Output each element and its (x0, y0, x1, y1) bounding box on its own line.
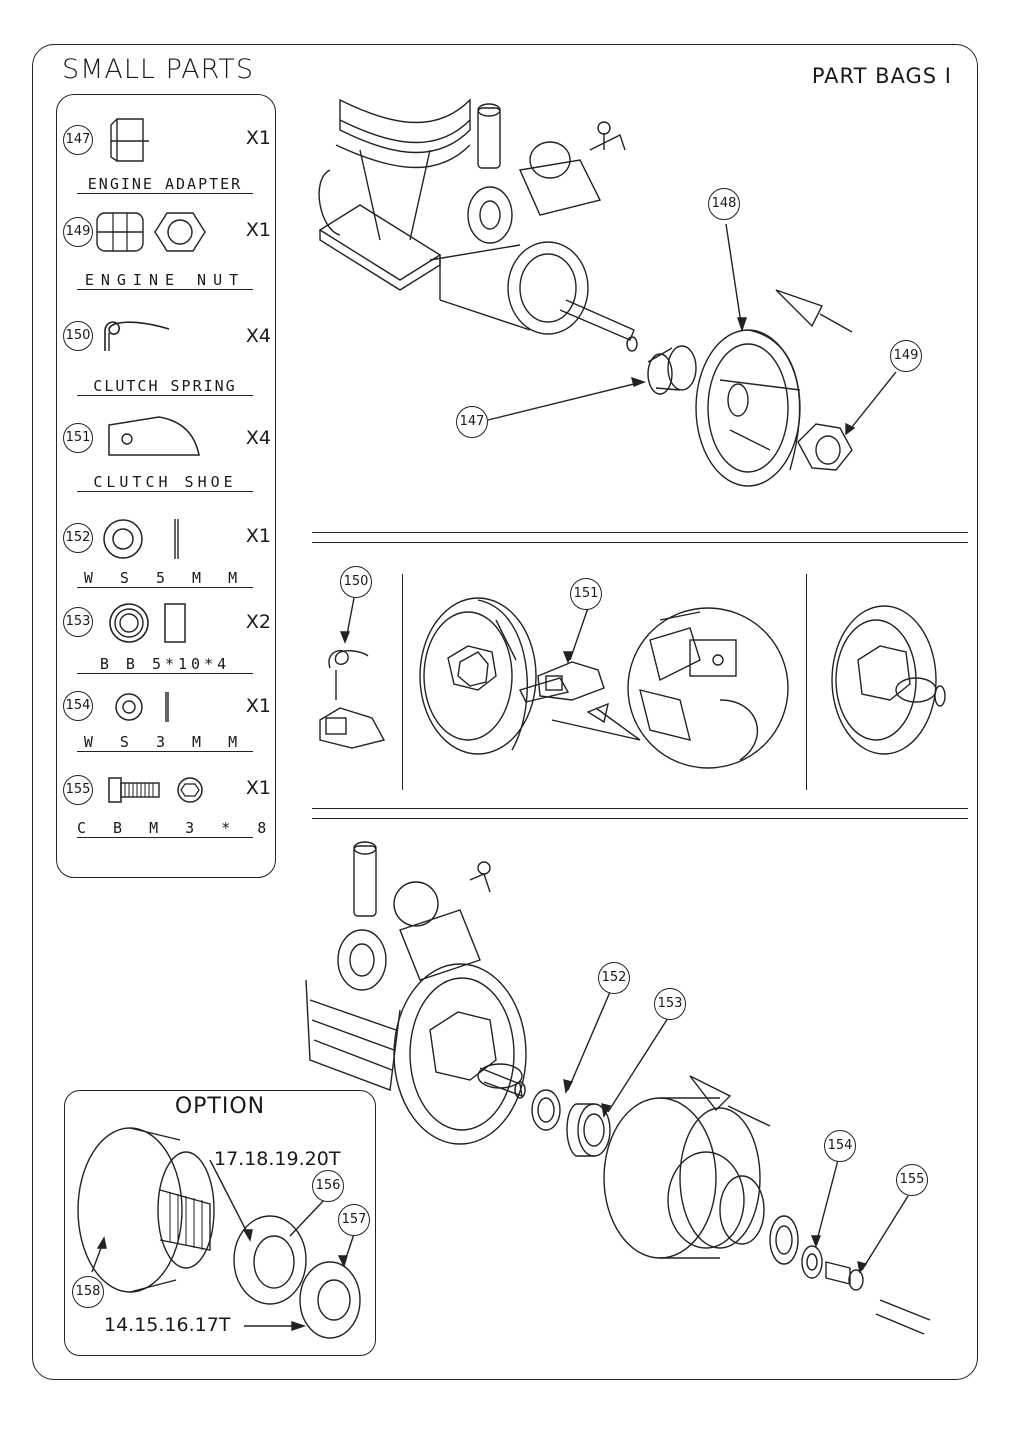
part-label: CLUTCH SHOE (77, 473, 253, 492)
engine-adapter-icon (110, 118, 149, 162)
engine-nut-icon (96, 212, 206, 252)
callout-engine-nut: 149 (890, 340, 922, 372)
part-number: 151 (63, 423, 93, 453)
small-washer-drawing (801, 1245, 823, 1279)
part-label: CLUTCH SPRING (77, 377, 253, 396)
page-frame (32, 44, 978, 1380)
option-panel (64, 1090, 376, 1356)
part-bag-label: PART BAGS I (811, 64, 952, 88)
bearing-drawing (566, 1103, 611, 1157)
step-divider (312, 818, 968, 819)
large-gear-teeth-label: 17.18.19.20T (214, 1148, 341, 1170)
part-quantity: X4 (245, 325, 271, 347)
washer-icon (103, 519, 179, 559)
panel-divider (806, 574, 807, 790)
part-quantity: X1 (245, 127, 271, 149)
part-number: 154 (63, 691, 93, 721)
cap-bolt-drawing (825, 1261, 931, 1335)
assembled-clutch-drawing (831, 605, 946, 755)
detail-magnifier-drawing (627, 607, 789, 769)
part-label: ENGINE ADAPTER (77, 175, 253, 194)
page-title: SMALL PARTS (62, 54, 255, 85)
callout-bearing: 153 (654, 988, 686, 1020)
callout-gear-large: 156 (312, 1170, 344, 1202)
part-quantity: X1 (245, 695, 271, 717)
bearing-icon (109, 603, 186, 643)
part-number: 149 (63, 217, 93, 247)
small-gear-teeth-label: 14.15.16.17T (104, 1314, 231, 1336)
part-number: 147 (63, 125, 93, 155)
engine-adapter-drawing (647, 345, 697, 395)
cap-bolt-icon (108, 777, 203, 803)
step-divider (312, 808, 968, 809)
part-number: 150 (63, 321, 93, 351)
washer-drawing (531, 1089, 561, 1131)
part-quantity: X1 (245, 525, 271, 547)
part-number: 152 (63, 523, 93, 553)
clutch-spring-icon (104, 321, 170, 351)
part-label: W S 3 M M (77, 733, 253, 752)
engine-nut-drawing (797, 423, 853, 471)
option-gear-drawing (77, 1127, 361, 1339)
panel-divider (402, 574, 403, 790)
callout-cap-bolt: 155 (896, 1164, 928, 1196)
clutch-shoe-drawing (537, 661, 605, 701)
part-quantity: X4 (245, 427, 271, 449)
callout-clutch-bell: 158 (72, 1276, 104, 1308)
callout-washer-5mm: 152 (598, 962, 630, 994)
part-number: 155 (63, 775, 93, 805)
callout-clutch-shoe: 151 (570, 578, 602, 610)
clutch-spring-drawing (319, 649, 386, 749)
callout-engine-adapter: 147 (456, 406, 488, 438)
engine-drawing-bottom (305, 841, 527, 1145)
flywheel-clutch-drawing (419, 597, 570, 755)
small-washer-icon (115, 692, 169, 722)
flywheel-drawing (695, 329, 801, 487)
part-quantity: X1 (245, 219, 271, 241)
part-quantity: X2 (245, 611, 271, 633)
option-title: OPTION (174, 1094, 266, 1119)
part-label: B B 5*10*4 (77, 655, 253, 674)
callout-clutch-spring: 150 (340, 566, 372, 598)
callout-flywheel: 148 (708, 188, 740, 220)
step-divider (312, 542, 968, 543)
engine-drawing-top (318, 98, 638, 352)
part-label: C B M 3 * 8 (77, 819, 276, 838)
clutch-bell-gear-drawing (603, 1097, 799, 1265)
clutch-shoe-icon (108, 416, 200, 456)
callout-gear-small: 157 (338, 1204, 370, 1236)
part-label: ENGINE NUT (77, 271, 253, 290)
callout-washer-3mm: 154 (824, 1130, 856, 1162)
part-quantity: X1 (245, 777, 271, 799)
small-parts-list: 147 X1 ENGINE ADAPTER 149 X1 ENGINE NUT … (56, 94, 276, 878)
part-number: 153 (63, 607, 93, 637)
part-label: W S 5 M M (77, 569, 253, 588)
step-divider (312, 532, 968, 533)
